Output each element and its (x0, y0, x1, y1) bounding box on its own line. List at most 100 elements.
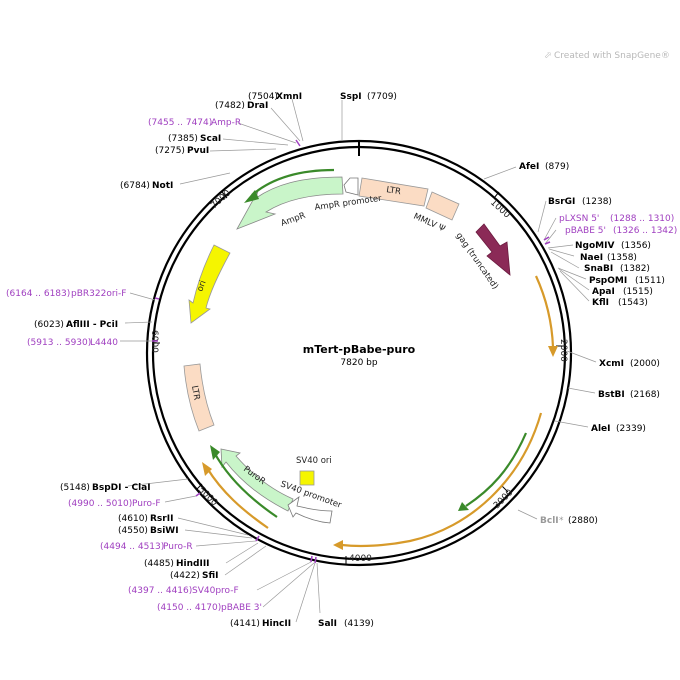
svg-text:pBABE 5': pBABE 5' (565, 226, 606, 236)
site-apai[interactable]: ApaI (1515) (592, 287, 653, 297)
site-scai[interactable]: (7385)ScaI (168, 134, 221, 144)
svg-text:BsiWI: BsiWI (150, 526, 179, 536)
svg-text:ApaI: ApaI (592, 287, 615, 297)
primer-l4440[interactable]: (5913 .. 5930)L4440 (27, 338, 118, 348)
svg-text:AflIII - PciI: AflIII - PciI (66, 320, 118, 330)
site-xmni[interactable]: (7504)XmnI (248, 92, 302, 102)
site-pspomi[interactable]: PspOMI (1511) (589, 276, 665, 286)
lower-green-head (458, 502, 469, 511)
site-sali[interactable]: SalI (4139) (318, 619, 374, 629)
svg-text:(1356): (1356) (621, 241, 651, 251)
site-bstbi[interactable]: BstBI(2168) (598, 390, 660, 400)
right-orange-orf (534, 275, 555, 348)
site-snabi[interactable]: SnaBI (1382) (584, 264, 650, 274)
puror-orf-line (213, 451, 278, 518)
svg-text:SnaBI: SnaBI (584, 264, 613, 274)
svg-text:SalI: SalI (318, 619, 337, 629)
svg-text:(1382): (1382) (620, 264, 650, 274)
svg-text:(1515): (1515) (623, 287, 653, 297)
svg-text:(1288 .. 1310): (1288 .. 1310) (610, 214, 674, 224)
site-hincii[interactable]: (4141)HincII (230, 619, 291, 629)
site-bsrgi[interactable]: BsrGI(1238) (548, 197, 612, 207)
svg-text:(2000): (2000) (630, 359, 660, 369)
ltr-top-feature[interactable] (358, 177, 429, 207)
svg-text:PspOMI: PspOMI (589, 276, 627, 286)
site-kfli[interactable]: KflI(1543) (592, 298, 648, 308)
site-bsiwi[interactable]: (4550)BsiWI (118, 526, 179, 536)
site-alei[interactable]: AleI(2339) (591, 424, 646, 434)
plasmid-name: mTert-pBabe-puro (303, 343, 416, 356)
primer-plxsn-5[interactable]: pLXSN 5'(1288 .. 1310) (559, 214, 674, 224)
svg-text:(7385): (7385) (168, 134, 198, 144)
site-afliii-pcii[interactable]: (6023)AflIII - PciI (34, 320, 118, 330)
site-hindiii[interactable]: (4485)HindIII (144, 559, 210, 569)
site-sspi[interactable]: SspI(7709) (340, 92, 397, 102)
ori-feature[interactable] (188, 244, 231, 324)
svg-text:pBABE 3': pBABE 3' (221, 603, 262, 613)
primer-pbr322ori-f[interactable]: (6164 .. 6183)pBR322ori-F (6, 289, 126, 299)
site-bspdi-clai[interactable]: (5148)BspDI - ClaI (60, 483, 151, 493)
lower-orange-orf (341, 412, 543, 548)
svg-text:(4610): (4610) (118, 514, 148, 524)
primer-puro-f[interactable]: (4990 .. 5010)Puro-F (68, 499, 161, 509)
svg-text:(4139): (4139) (344, 619, 374, 629)
ampr-promoter-feature[interactable] (343, 177, 359, 196)
svg-text:(4141): (4141) (230, 619, 260, 629)
puror-orf-head (210, 445, 220, 460)
svg-text:(4494 .. 4513): (4494 .. 4513) (100, 542, 164, 552)
site-ngomiv[interactable]: NgoMIV (1356) (575, 241, 651, 251)
ltr-bottom-feature[interactable] (183, 363, 215, 432)
svg-text:NaeI: NaeI (580, 253, 603, 263)
svg-text:(7482): (7482) (215, 101, 245, 111)
svg-text:5000: 5000 (196, 485, 219, 508)
site-afei[interactable]: AfeI(879) (519, 162, 569, 172)
svg-text:2000: 2000 (558, 339, 568, 362)
svg-text:(2168): (2168) (630, 390, 660, 400)
site-drai[interactable]: (7482)DraI (215, 101, 268, 111)
primer-puro-r[interactable]: (4494 .. 4513)Puro-R (100, 542, 193, 552)
watermark: Created with SnapGene® (554, 51, 670, 61)
sv40-promoter-feature[interactable] (287, 496, 333, 524)
ampr-orf-line (251, 168, 335, 196)
svg-text:(2880): (2880) (568, 516, 598, 526)
primer-pbabe-3[interactable]: (4150 .. 4170)pBABE 3' (157, 603, 262, 613)
site-rsrii[interactable]: (4610)RsrII (118, 514, 173, 524)
svg-text:NotI: NotI (152, 181, 173, 191)
primer-pbabe-5[interactable]: pBABE 5'(1326 .. 1342) (565, 226, 677, 236)
svg-text:(5913 .. 5930): (5913 .. 5930) (27, 338, 91, 348)
lower-orange-head (333, 540, 343, 550)
svg-text:(4422): (4422) (170, 571, 200, 581)
site-bcli[interactable]: BclI*(2880) (540, 516, 598, 526)
svg-text:(4990 .. 5010): (4990 .. 5010) (68, 499, 132, 509)
watermark-icon: ⬀ (544, 51, 552, 61)
svg-text:NgoMIV: NgoMIV (575, 241, 614, 251)
tick-5000: 5000 (195, 483, 219, 509)
svg-text:pBR322ori-F: pBR322ori-F (71, 289, 126, 299)
svg-text:ScaI: ScaI (200, 134, 221, 144)
svg-text:(7275): (7275) (155, 146, 185, 156)
puror-orange-orf (206, 467, 269, 529)
ampr-feature[interactable] (236, 176, 344, 230)
puror-feature[interactable] (220, 448, 294, 512)
svg-text:XmnI: XmnI (276, 92, 302, 102)
puror-orange-head (202, 462, 212, 476)
ampr-label: AmpR (280, 211, 307, 229)
svg-text:(1543): (1543) (618, 298, 648, 308)
svg-text:HincII: HincII (262, 619, 291, 629)
svg-text:(7504): (7504) (248, 92, 278, 102)
svg-text:(1511): (1511) (635, 276, 665, 286)
gag-feature[interactable] (475, 223, 511, 276)
primer-sv40pro-f[interactable]: (4397 .. 4416)SV40pro-F (128, 586, 239, 596)
svg-text:(4550): (4550) (118, 526, 148, 536)
primer-amp-r[interactable]: (7455 .. 7474)Amp-R (148, 118, 241, 128)
sv40-ori-label: SV40 ori (296, 456, 332, 466)
site-pvui[interactable]: (7275)PvuI (155, 146, 209, 156)
mmlv-psi-feature[interactable] (425, 191, 460, 221)
site-naei[interactable]: NaeI(1358) (580, 253, 637, 263)
site-sfii[interactable]: (4422)SfiI (170, 571, 219, 581)
svg-text:SfiI: SfiI (202, 571, 219, 581)
site-xcmi[interactable]: XcmI(2000) (599, 359, 660, 369)
site-noti[interactable]: (6784)NotI (120, 181, 173, 191)
sv40-ori-feature[interactable] (299, 470, 315, 486)
